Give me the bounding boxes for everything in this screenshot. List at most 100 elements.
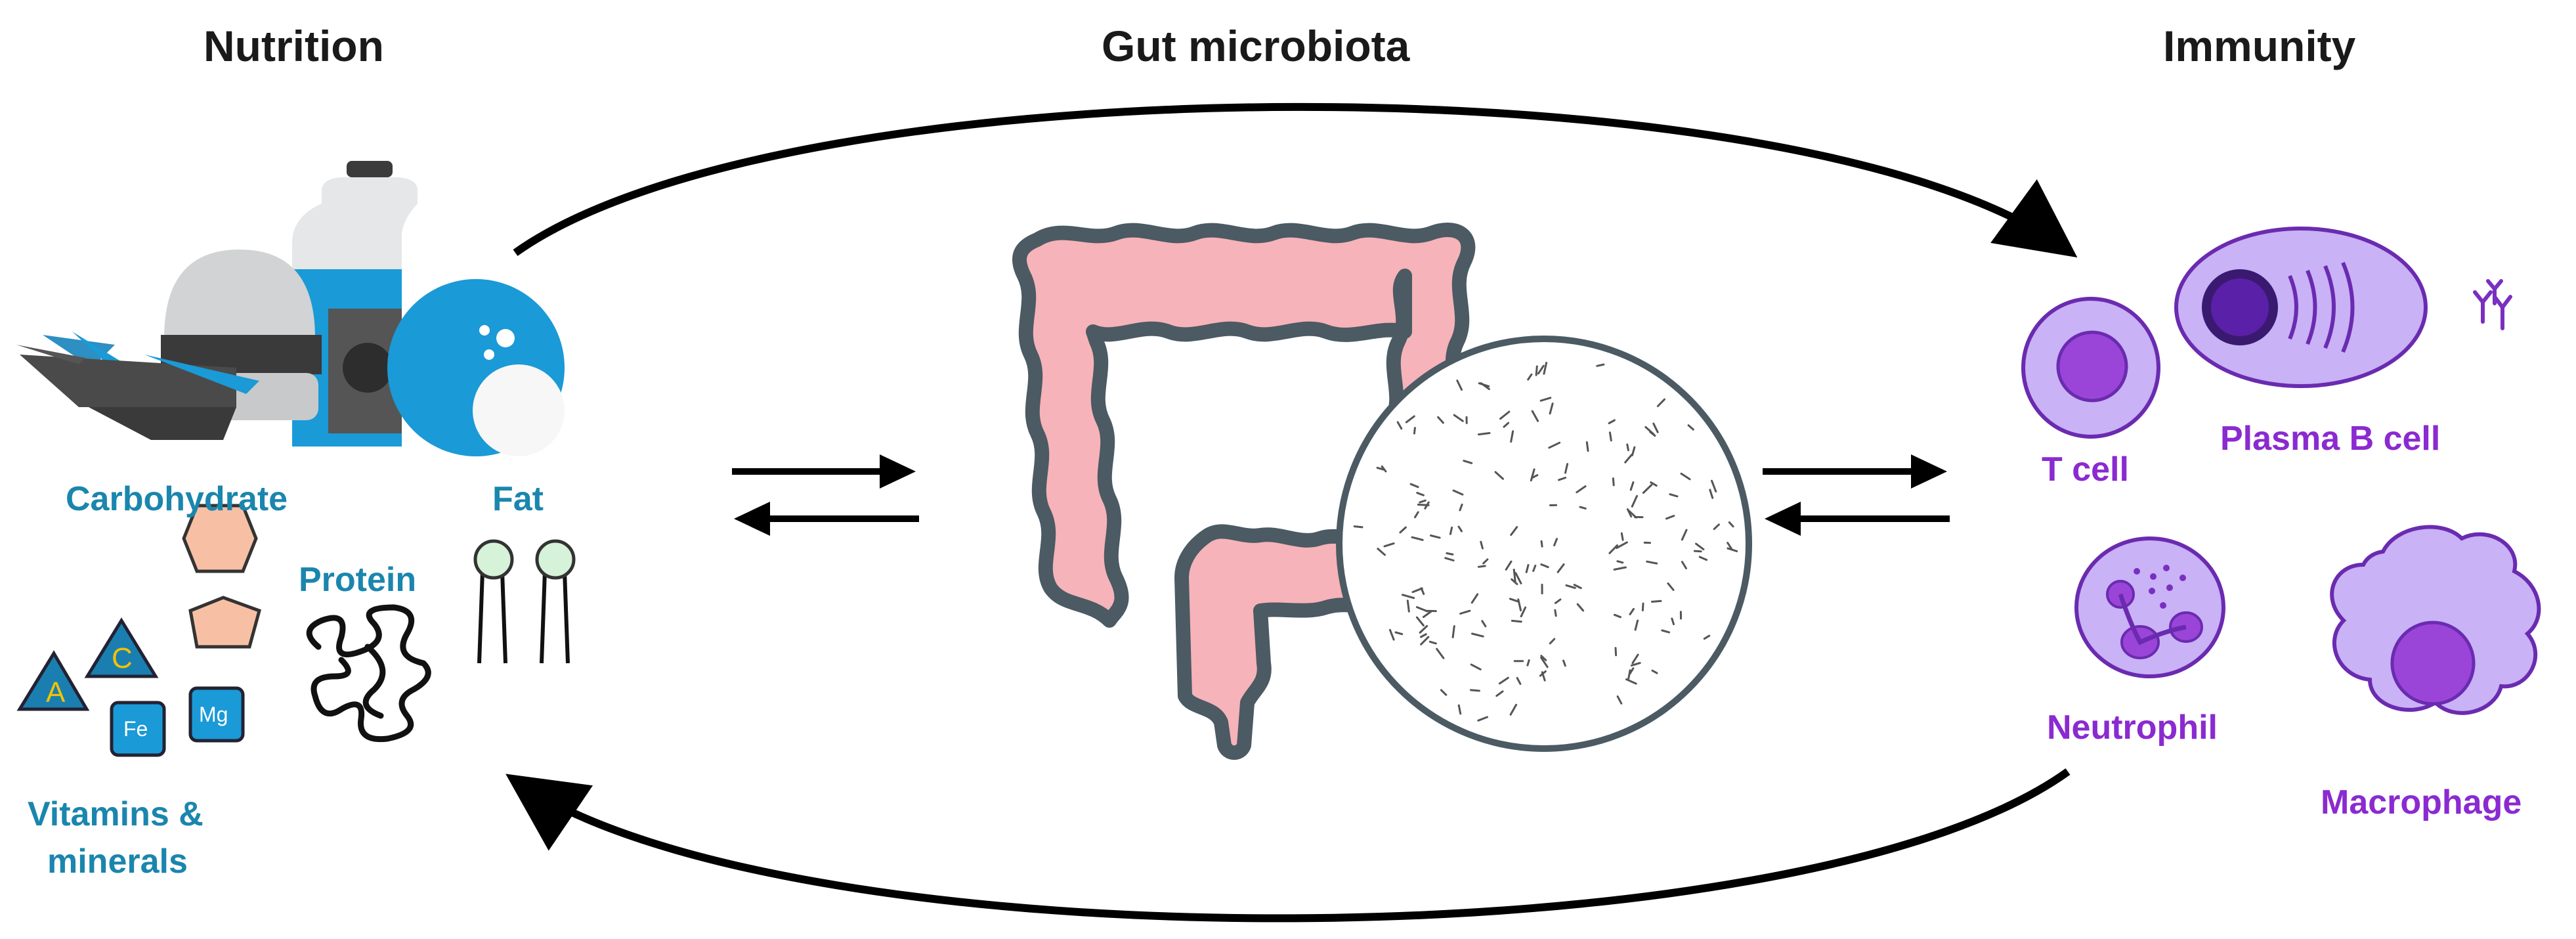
bacterium-mark xyxy=(1394,631,1404,636)
bacterium-mark xyxy=(1703,634,1711,640)
bacterium-mark xyxy=(1556,563,1565,573)
bacterium-mark xyxy=(1420,636,1430,645)
bacterium-mark xyxy=(1457,704,1462,715)
bacterium-mark xyxy=(1649,431,1656,437)
bacterium-mark xyxy=(1420,633,1427,638)
bacterium-mark xyxy=(1727,547,1738,552)
bacterium-mark xyxy=(1627,510,1637,519)
bacterium-mark xyxy=(1495,690,1504,697)
protein-label: Protein xyxy=(299,561,417,599)
bacterium-mark xyxy=(1553,538,1558,546)
bacterium-mark xyxy=(1430,535,1441,539)
plasma-b-cell xyxy=(2174,227,2428,388)
bacterium-mark xyxy=(1532,564,1537,572)
bacterium-mark xyxy=(1453,414,1464,422)
bacterium-mark xyxy=(1531,410,1539,422)
vitamin-c-label: C xyxy=(112,642,133,674)
bacterium-mark xyxy=(1509,598,1519,603)
bacterium-mark xyxy=(1681,529,1688,541)
bacterium-mark xyxy=(1585,441,1589,452)
bacterium-mark xyxy=(1457,525,1463,533)
bacterium-mark xyxy=(1509,703,1518,716)
bacterium-mark xyxy=(1437,416,1444,424)
bacterium-mark xyxy=(1531,474,1539,479)
bacterium-mark xyxy=(1402,594,1415,600)
bacterium-mark xyxy=(1631,446,1636,456)
bacterium-mark xyxy=(1548,441,1561,449)
bacterium-mark xyxy=(1681,561,1687,569)
bacterium-mark xyxy=(1608,431,1612,442)
bacterium-mark xyxy=(1406,600,1410,613)
bacterium-mark xyxy=(1693,550,1702,553)
food-illustration xyxy=(16,161,565,456)
bacterium-mark xyxy=(1652,422,1659,433)
fat-label: Fat xyxy=(492,480,544,518)
bacterium-mark xyxy=(1482,558,1489,565)
bacterium-mark xyxy=(1549,403,1554,415)
bacterium-mark xyxy=(1539,670,1547,677)
bacterium-mark xyxy=(1381,465,1387,473)
bacterium-mark xyxy=(1388,628,1395,641)
bacterium-mark xyxy=(1625,678,1637,685)
bacterium-mark xyxy=(1517,598,1522,611)
bacterium-mark xyxy=(1687,424,1694,431)
bacterium-mark xyxy=(1629,667,1635,675)
bacterium-mark xyxy=(1543,362,1548,375)
bacterium-mark xyxy=(1377,548,1386,556)
bacterium-mark xyxy=(1728,521,1734,528)
protein-icon xyxy=(306,604,431,743)
bacterium-mark xyxy=(1520,606,1527,618)
bacterium-mark xyxy=(1562,659,1566,667)
bacterium-mark xyxy=(1620,532,1624,541)
top-cycle-arrow xyxy=(513,102,2078,258)
bacterium-mark xyxy=(1641,602,1644,611)
bacterium-mark xyxy=(1451,625,1455,638)
bacterium-mark xyxy=(1414,511,1419,519)
bacterium-mark xyxy=(1428,640,1437,645)
t-cell xyxy=(2021,297,2160,439)
bacterium-mark xyxy=(1470,593,1479,604)
bacterium-mark xyxy=(1695,542,1705,551)
plasma-b-cell-label: Plasma B cell xyxy=(2220,420,2441,458)
bacterium-mark xyxy=(1409,483,1419,489)
bacterium-mark xyxy=(1459,503,1463,512)
bacterium-mark xyxy=(1470,689,1480,692)
bacterium-mark xyxy=(1477,432,1491,436)
bacterium-mark xyxy=(1416,492,1425,496)
bacterium-mark xyxy=(1419,499,1427,504)
bacterium-mark xyxy=(1624,454,1633,464)
macrophage-label: Macrophage xyxy=(2321,783,2522,821)
bacterium-mark xyxy=(1642,484,1653,494)
bacterium-mark xyxy=(1608,419,1616,424)
neutrophil xyxy=(2074,536,2225,678)
bacterium-mark xyxy=(1411,587,1423,594)
bacterium-mark xyxy=(1539,397,1552,402)
immunity-header: Immunity xyxy=(2163,22,2356,70)
bacterium-mark xyxy=(1503,422,1510,428)
bacterium-mark xyxy=(1613,613,1621,619)
bacterium-mark xyxy=(1554,598,1562,604)
bacterium-mark xyxy=(1498,676,1509,685)
neutrophil-label: Neutrophil xyxy=(2047,709,2218,747)
bacterium-mark xyxy=(1481,620,1487,628)
bacterium-mark xyxy=(1526,659,1530,666)
bacterium-mark xyxy=(1651,669,1658,674)
magnesium-label: Mg xyxy=(199,703,228,726)
bacterium-mark xyxy=(1629,607,1635,615)
fat-icon xyxy=(473,539,576,664)
bacterium-mark xyxy=(1558,477,1567,481)
bacterium-mark xyxy=(1478,382,1490,387)
bacterium-mark xyxy=(1540,655,1547,661)
bacterium-mark xyxy=(1514,572,1522,584)
bacterium-mark xyxy=(1656,398,1665,407)
bacterium-mark xyxy=(1698,556,1708,561)
bacterium-mark xyxy=(1516,676,1522,685)
bacterium-mark xyxy=(1629,481,1635,491)
bacterium-mark xyxy=(1444,557,1455,561)
bacterium-mark xyxy=(1510,526,1518,536)
bacterium-mark xyxy=(1616,560,1624,564)
bacterium-mark xyxy=(1449,526,1453,535)
bacterium-mark xyxy=(1537,364,1545,375)
bacterium-mark xyxy=(1419,624,1428,634)
